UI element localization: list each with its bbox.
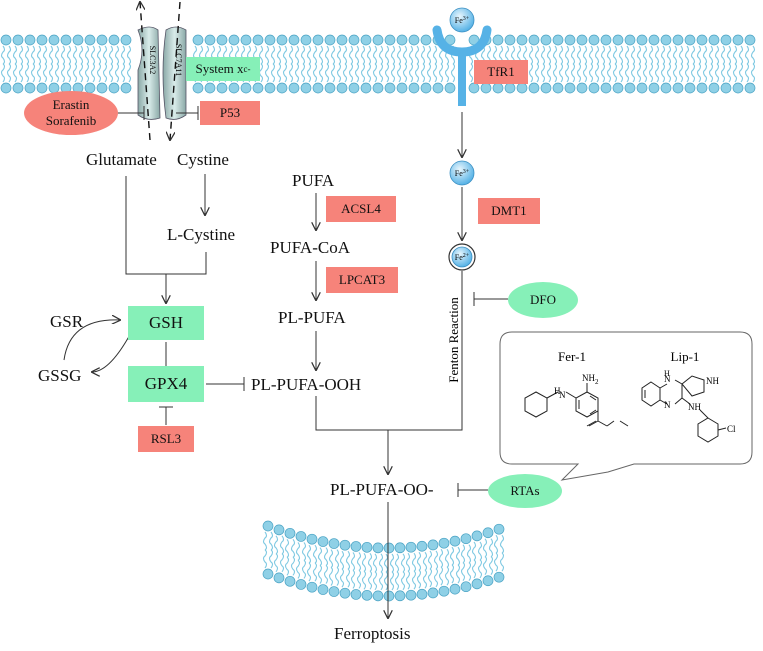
slc7a11-label: SLC7A11 — [174, 44, 183, 76]
rtas-oval: RTAs — [488, 474, 562, 508]
slc3a2-label: SLC3A2 — [148, 46, 157, 74]
lip1-nh-label: NH — [688, 402, 701, 412]
lip1-n2-label: N — [664, 400, 671, 410]
pufa-label: PUFA — [292, 171, 335, 190]
gsh-box: GSH — [128, 306, 204, 340]
fe3-cytosol-icon — [449, 160, 475, 186]
damaged-membrane — [262, 520, 505, 602]
fer1-nh-label: H — [554, 386, 561, 396]
dfo-oval: DFO — [508, 282, 578, 318]
tfr1-box: TfR1 — [474, 60, 528, 84]
pl-pufa-ooh-label: PL-PUFA-OOH — [251, 375, 362, 394]
fe3-receptor-icon — [449, 7, 475, 33]
fenton-reaction-label: Fenton Reaction — [446, 297, 461, 383]
pufa-coa-label: PUFA-CoA — [270, 238, 350, 257]
plasma-membrane — [0, 34, 756, 94]
pl-pufa-label: PL-PUFA — [278, 308, 346, 327]
fer1-label: Fer-1 — [558, 349, 586, 364]
lip1-h-label: H — [664, 369, 670, 378]
sorafenib-label: Sorafenib — [45, 113, 97, 128]
pl-pufa-oo-label: PL-PUFA-OO- — [330, 480, 434, 499]
tfr1-receptor — [432, 7, 492, 106]
gsr-label: GSR — [50, 312, 84, 331]
fer1-nh2-label: NH2 — [582, 373, 599, 386]
acsl4-box: ACSL4 — [326, 196, 396, 222]
erastin-label: Erastin — [52, 96, 90, 112]
fe2-label: Fe2+ — [455, 253, 470, 262]
system-xc-transporter: SLC3A2 SLC7A11 — [138, 2, 187, 140]
lip1-n-label: N — [664, 374, 671, 384]
l-cystine-label: L-Cystine — [167, 225, 235, 244]
fer1-n-label: N — [559, 390, 566, 400]
ferroptosis-label: Ferroptosis — [334, 624, 411, 643]
fer1-structure — [524, 383, 629, 427]
rsl3-box: RSL3 — [138, 426, 194, 452]
gssg-label: GSSG — [38, 366, 82, 385]
lip1-nh-ring-label: NH — [706, 376, 719, 386]
inhibitor-callout — [499, 331, 753, 481]
lip1-structure — [641, 375, 727, 443]
lip1-cl-label: Cl — [727, 424, 736, 434]
lpcat3-box: LPCAT3 — [326, 267, 398, 293]
p53-box: P53 — [200, 101, 260, 125]
dmt1-box: DMT1 — [478, 198, 540, 224]
cystine-label: Cystine — [177, 150, 229, 169]
fe3-label: Fe3+ — [455, 169, 470, 178]
gpx4-box: GPX4 — [128, 366, 204, 402]
lip1-label: Lip-1 — [671, 349, 700, 364]
glutamate-label: Glutamate — [86, 150, 157, 169]
fe3-receptor-label: Fe3+ — [455, 16, 470, 25]
